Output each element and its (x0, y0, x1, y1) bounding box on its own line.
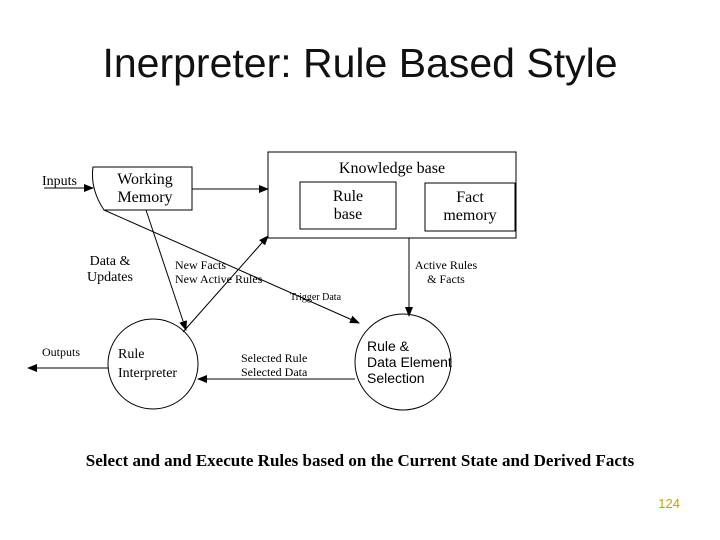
active-rules-label: Active Rules& Facts (414, 258, 478, 286)
outputs-label: Outputs (42, 345, 81, 359)
page-number: 124 (658, 496, 680, 511)
trigger-data-label: Trigger Data (290, 292, 342, 303)
rule-base-box (299, 181, 397, 230)
fact-memory-box (424, 182, 516, 232)
inputs-label: Inputs (42, 174, 77, 189)
data-updates-label: Data &Updates (87, 254, 133, 286)
selection-circle (354, 313, 452, 411)
wm-to-interpreter-arrow (145, 209, 187, 331)
working-memory-shape (92, 166, 193, 211)
rule-interpreter-circle (107, 318, 199, 410)
knowledge-base-label: Knowledge base (338, 160, 446, 177)
interpreter-to-kb-arrow (182, 235, 269, 333)
slide-caption: Select and and Execute Rules based on th… (85, 451, 635, 470)
slide-title: Inerpreter: Rule Based Style (102, 40, 618, 86)
trigger-data-arrow (103, 209, 360, 324)
